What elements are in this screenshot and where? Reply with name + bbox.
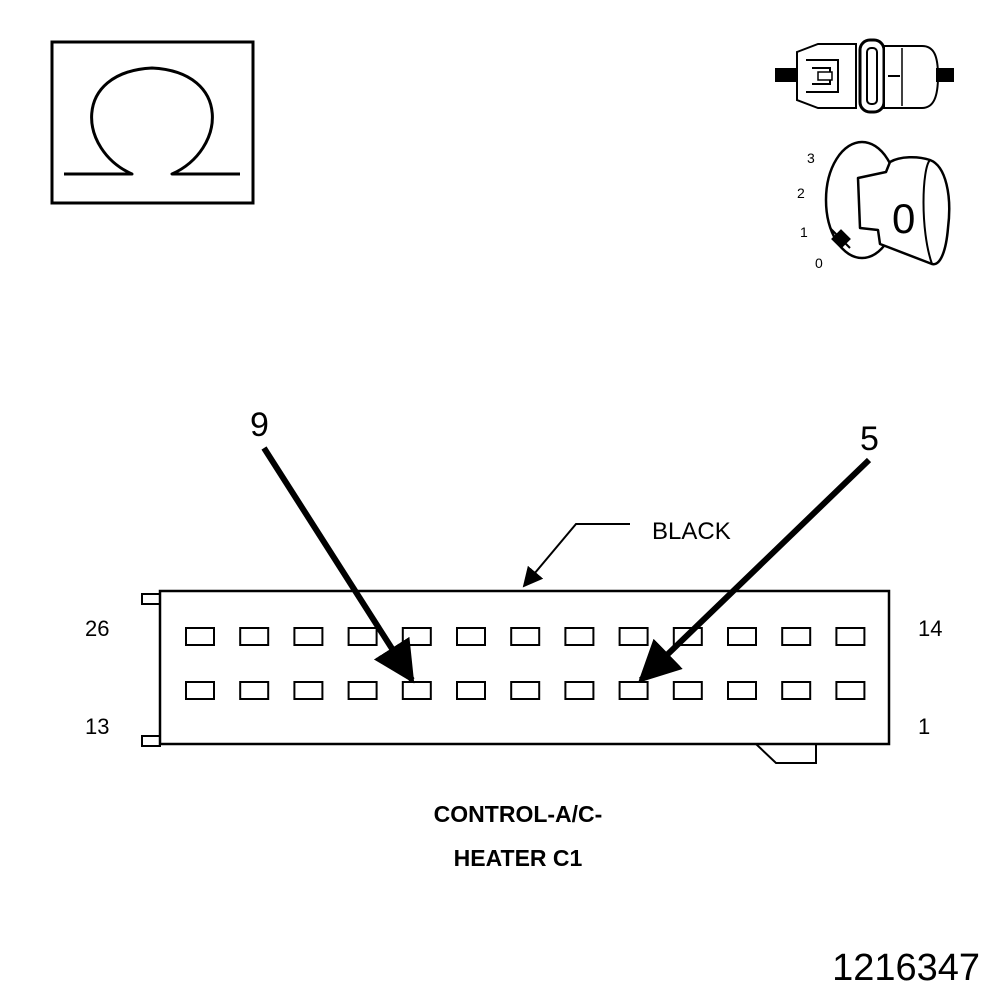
pin-label-13: 13 bbox=[85, 714, 109, 739]
ignition-key-icon: 3 2 1 0 0 bbox=[797, 140, 951, 271]
pin-cavity bbox=[781, 681, 812, 700]
pin-cavity bbox=[564, 681, 595, 700]
ignition-position-2: 2 bbox=[797, 185, 805, 201]
pin-cavity bbox=[185, 627, 215, 646]
pin-cavity bbox=[293, 681, 324, 700]
pin-cavity bbox=[401, 681, 432, 700]
ignition-position-0: 0 bbox=[815, 255, 823, 271]
pin-cavity bbox=[835, 627, 866, 646]
pin-cavity bbox=[456, 627, 486, 646]
ignition-position-3: 3 bbox=[807, 150, 815, 166]
pin-cavity bbox=[239, 627, 270, 646]
pin-cavity bbox=[293, 627, 324, 646]
pin-cavity bbox=[727, 681, 757, 700]
pin-cavity bbox=[564, 627, 595, 646]
callout-pin-5: 5 bbox=[860, 420, 879, 458]
pin-cavity bbox=[672, 681, 703, 700]
wire-color-label: BLACK bbox=[652, 518, 731, 545]
pin-cavity bbox=[835, 681, 866, 700]
pin-cavity bbox=[510, 627, 541, 646]
ignition-position-1: 1 bbox=[800, 224, 808, 240]
wire-color-leader bbox=[522, 523, 630, 588]
pin-cavity bbox=[456, 681, 486, 700]
arrow-to-pin-9 bbox=[261, 446, 415, 684]
pin-label-26: 26 bbox=[85, 616, 109, 641]
connector-title-line1: CONTROL-A/C- bbox=[434, 801, 603, 827]
callout-pin-9: 9 bbox=[250, 406, 269, 444]
pin-cavity bbox=[185, 681, 215, 700]
pin-label-14: 14 bbox=[918, 616, 942, 641]
connector-title-line2: HEATER C1 bbox=[454, 845, 583, 871]
arrow-to-pin-5 bbox=[637, 457, 872, 683]
key-position-label: 0 bbox=[892, 195, 915, 242]
pin-cavity bbox=[618, 681, 649, 700]
pin-label-1: 1 bbox=[918, 714, 930, 739]
ohm-icon bbox=[50, 40, 255, 205]
pin-cavity bbox=[727, 627, 757, 646]
pin-cavity bbox=[347, 627, 378, 646]
connector-body bbox=[141, 589, 891, 764]
pin-cavity bbox=[239, 681, 270, 700]
pin-cavity bbox=[510, 681, 541, 700]
pin-cavity bbox=[401, 627, 432, 646]
pin-cavity bbox=[781, 627, 812, 646]
figure-number: 1216347 bbox=[832, 947, 980, 989]
pin-cavity bbox=[347, 681, 378, 700]
pin-cavity bbox=[618, 627, 649, 646]
disconnected-connector-icon bbox=[775, 38, 954, 114]
